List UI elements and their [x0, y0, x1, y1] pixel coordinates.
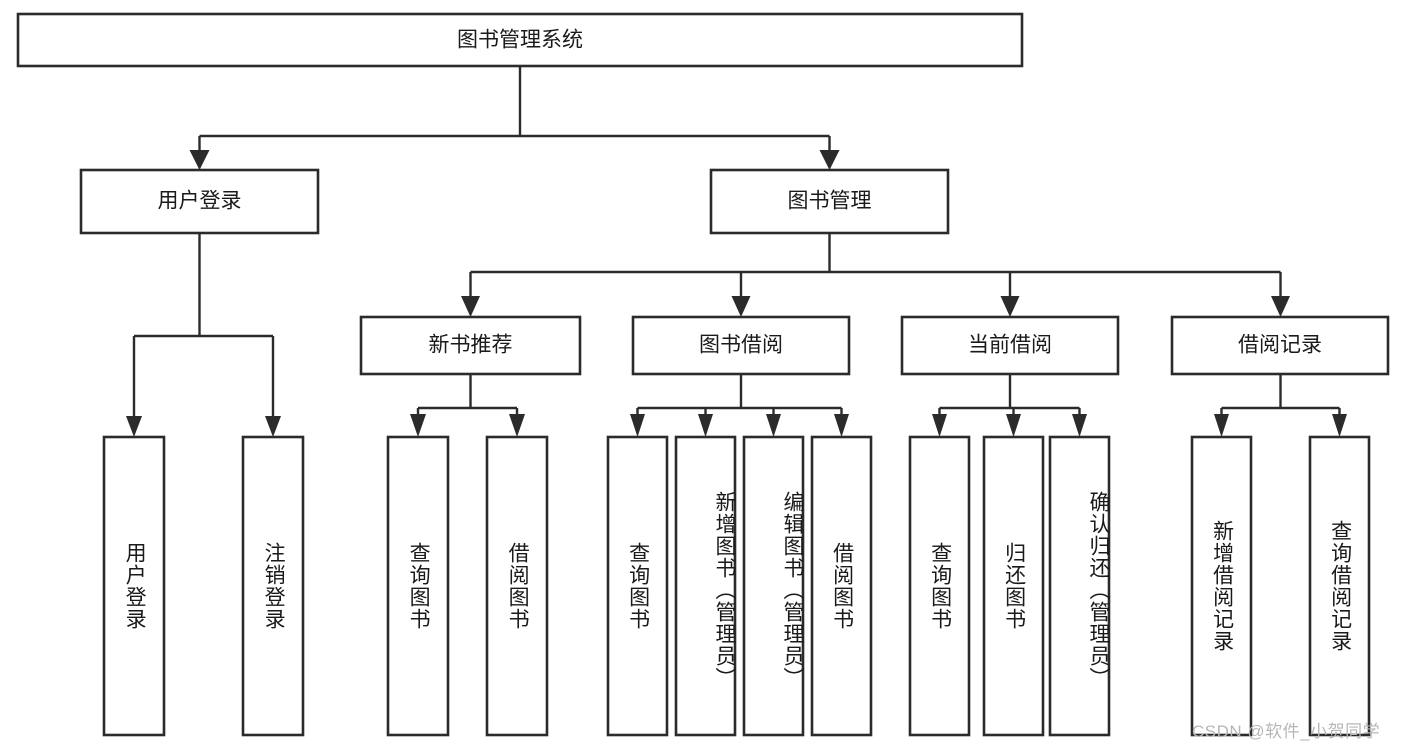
node-box-leaf-add-book[interactable]: [674, 435, 737, 737]
node-box-current-borrow[interactable]: [900, 315, 1120, 376]
arrow-head-borrow-record: [1271, 296, 1290, 317]
node-box-root[interactable]: [16, 12, 1024, 68]
node-box-book-manage[interactable]: [709, 168, 950, 235]
node-box-leaf-query-book-2[interactable]: [606, 435, 669, 737]
arrow-head-leaf-confirm-return: [1072, 414, 1087, 437]
node-box-book-borrow[interactable]: [631, 315, 851, 376]
node-box-leaf-borrow-book-2[interactable]: [810, 435, 873, 737]
arrow-head-book-manage: [819, 150, 840, 170]
arrow-head-leaf-query-book-2: [630, 414, 645, 437]
arrow-head-leaf-return-book: [1006, 414, 1021, 437]
node-label-borrow-record: 借阅记录: [1238, 334, 1322, 357]
node-label-root: 图书管理系统: [457, 29, 583, 52]
node-box-borrow-record[interactable]: [1170, 315, 1390, 376]
arrow-head-leaf-user-login: [126, 416, 142, 437]
node-box-leaf-edit-book[interactable]: [742, 435, 805, 737]
arrow-head-user-login: [189, 150, 210, 170]
node-box-leaf-query-book-1[interactable]: [386, 435, 450, 737]
node-box-leaf-return-book[interactable]: [982, 435, 1045, 737]
arrow-head-book-borrow: [731, 296, 751, 317]
node-box-leaf-borrow-book-1[interactable]: [485, 435, 549, 737]
node-box-group: 图书管理系统 用户登录 图书管理 新书推荐 图书借阅 当前借阅 借阅记录: [16, 12, 1390, 737]
node-box-leaf-logout-login[interactable]: [241, 435, 305, 737]
node-label-book-borrow: 图书借阅: [699, 334, 783, 357]
node-label-new-book-recommend: 新书推荐: [429, 334, 513, 357]
node-box-user-login[interactable]: [79, 168, 320, 235]
arrow-head-leaf-edit-book: [766, 414, 781, 437]
arrow-head-new-book-recommend: [461, 296, 480, 317]
node-box-new-book-recommend[interactable]: [359, 315, 582, 376]
node-label-current-borrow: 当前借阅: [968, 334, 1052, 357]
node-box-leaf-add-borrow-record[interactable]: [1190, 435, 1253, 737]
arrow-head-leaf-borrow-book-2: [834, 414, 849, 437]
connector-group: [126, 66, 1347, 437]
arrow-head-leaf-logout-login: [265, 416, 281, 437]
arrow-head-leaf-borrow-book-1: [509, 414, 525, 437]
arrow-head-leaf-query-book-1: [410, 414, 426, 437]
arrow-head-leaf-add-book: [698, 414, 713, 437]
node-label-book-manage: 图书管理: [788, 190, 872, 213]
node-label-user-login: 用户登录: [158, 190, 242, 213]
node-box-leaf-user-login[interactable]: [102, 435, 166, 737]
node-box-leaf-confirm-return[interactable]: [1048, 435, 1111, 737]
arrow-head-leaf-query-book-3: [932, 414, 947, 437]
node-box-leaf-query-borrow-record[interactable]: [1308, 435, 1371, 737]
arrow-head-leaf-query-borrow-record: [1332, 414, 1347, 437]
arrow-head-current-borrow: [1000, 296, 1020, 317]
csdn-watermark: CSDN @软件_小贺同学: [1192, 722, 1381, 741]
node-box-leaf-query-book-3[interactable]: [908, 435, 971, 737]
arrow-head-leaf-add-borrow-record: [1214, 414, 1229, 437]
